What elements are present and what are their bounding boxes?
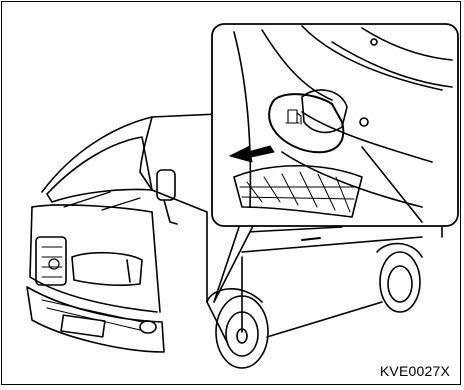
grille — [36, 237, 66, 285]
license-plate — [61, 315, 105, 337]
rear-wheel — [380, 252, 420, 312]
figure-code: KVE0027X — [380, 363, 450, 379]
inset-detail — [212, 24, 458, 226]
headlight — [72, 253, 142, 285]
callout-pointer — [214, 224, 254, 302]
fog-lamp — [140, 321, 156, 333]
illustration-frame: KVE0027X — [1, 1, 461, 385]
